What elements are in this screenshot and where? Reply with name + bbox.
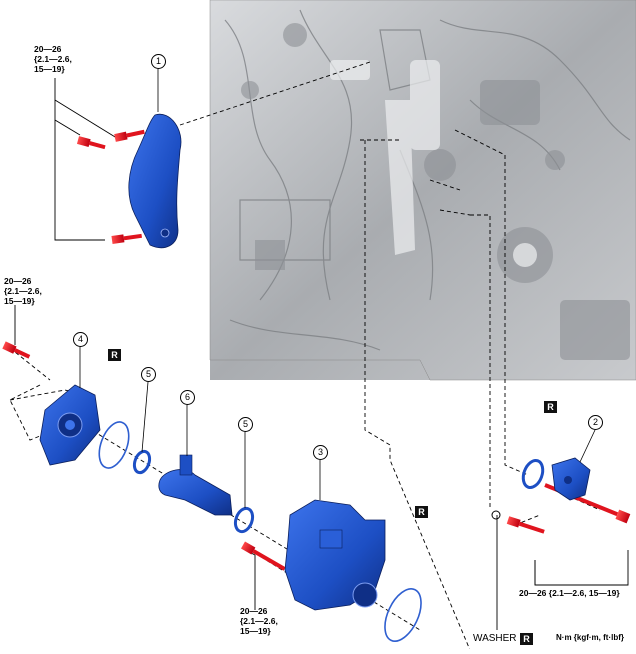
callout-4: 4 (73, 332, 88, 347)
part-6-shaft (158, 454, 233, 516)
torque-label-part2: 20—26 {2.1—2.6, 15—19} (519, 588, 620, 598)
torque-label-part4: 20—26 {2.1—2.6, 15—19} (4, 276, 42, 306)
replace-badge-seal: R (544, 401, 557, 413)
callout-3: 3 (313, 445, 328, 460)
torque-leader-lines (14, 78, 629, 630)
washer (491, 510, 501, 520)
callout-6: 6 (180, 390, 195, 405)
torque-label-part3: 20—26 {2.1—2.6, 15—19} (240, 606, 278, 636)
o-ring-r3 (384, 588, 422, 642)
o-ring-r1 (98, 421, 130, 469)
callout-1: 1 (151, 54, 166, 69)
bolt-1c (111, 233, 142, 244)
replace-badge-washer: R (520, 633, 533, 645)
engine-block-image (209, 0, 636, 381)
bolt-4 (2, 341, 31, 359)
washer-label: WASHER (473, 633, 517, 644)
units-label: N·m {kgf·m, ft·lbf} (556, 633, 624, 642)
part-4-flange (39, 384, 101, 466)
seals (98, 421, 545, 642)
callout-5a: 5 (141, 367, 156, 382)
part-3-housing (284, 499, 386, 611)
bolt-1b (76, 136, 106, 150)
bolt-3 (241, 541, 286, 571)
bolt-1a (114, 129, 145, 142)
seal-5a (132, 449, 152, 475)
callout-5b: 5 (238, 417, 253, 432)
seal-r2 (521, 458, 545, 490)
bolt-washer (506, 516, 545, 534)
part-2-bracket (551, 457, 591, 501)
seal-5b (233, 506, 255, 534)
callout-stubs (79, 69, 596, 508)
callout-2: 2 (588, 415, 603, 430)
torque-label-part1: 20—26 {2.1—2.6, 15—19} (34, 44, 72, 74)
replace-badge-oring: R (108, 349, 121, 361)
part-1-cover (128, 113, 182, 249)
replace-badge-oring-large: R (415, 506, 428, 518)
